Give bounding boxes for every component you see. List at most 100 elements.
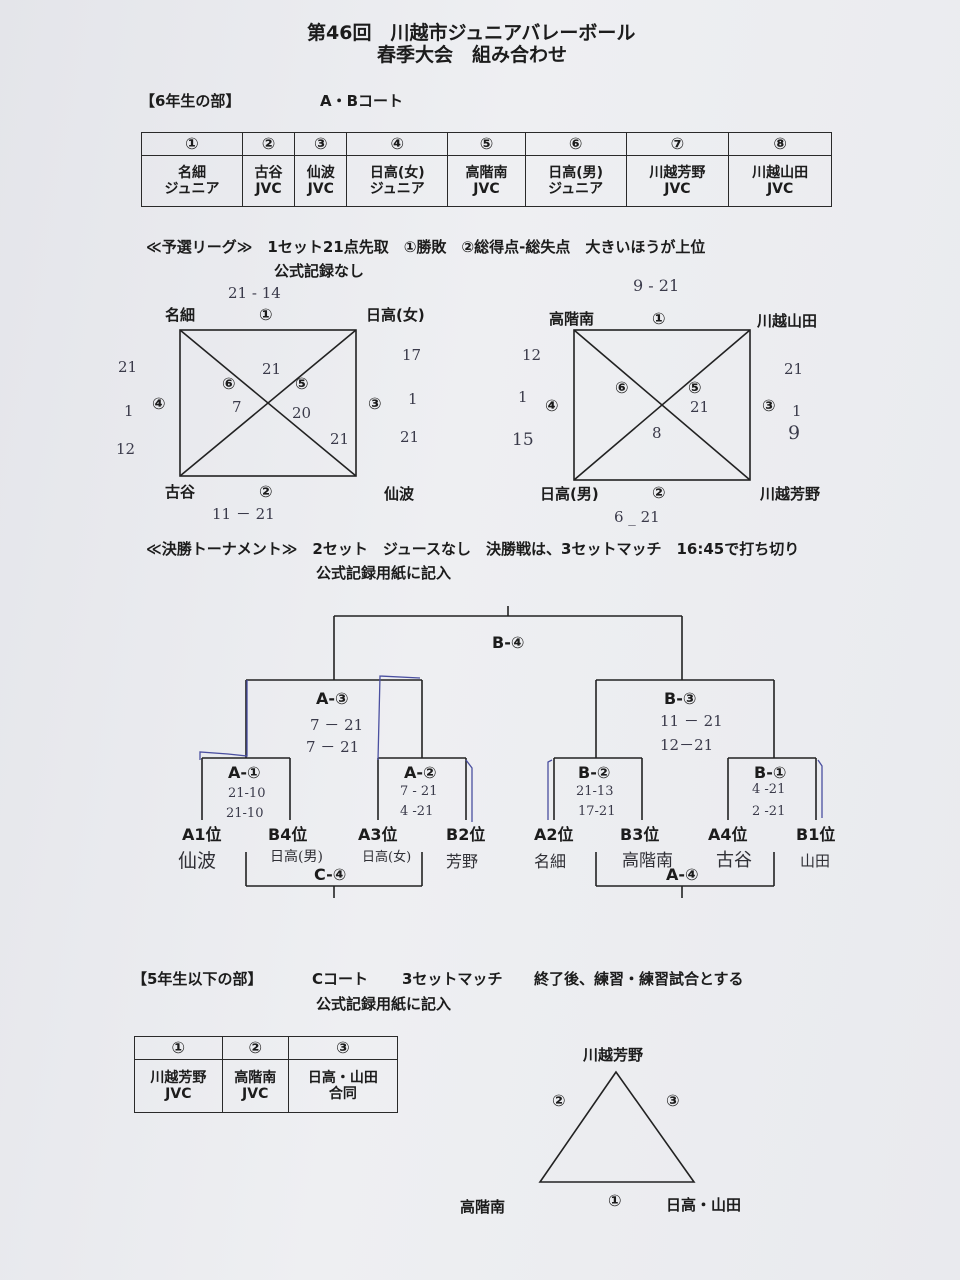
pool-b-score-right: 21 — [784, 360, 804, 378]
bracket-lines — [201, 606, 817, 898]
bracket-left-semi-score: 7 － 21 — [310, 716, 364, 734]
bracket-q3: B-② — [578, 763, 611, 782]
league-title: ≪予選リーグ≫ 1セット21点先取 ①勝敗 ②総得点-総失点 大きいほうが上位 — [146, 238, 706, 256]
pool-b-team-tr: 川越山田 — [757, 312, 818, 330]
pool-a-score-top: 21 - 14 — [228, 284, 281, 302]
team-num: ⑦ — [625, 132, 730, 156]
triangle-match-3: ③ — [666, 1091, 680, 1110]
team-name-line2: JVC — [165, 1086, 192, 1102]
pool-b-diagonal — [573, 329, 751, 481]
bracket-q2-score: 4 -21 — [400, 804, 434, 819]
team-name-line1: 日高(女) — [369, 165, 425, 181]
bracket-right-semi-score: 11 － 21 — [660, 712, 723, 730]
bracket-q1-score: 21-10 — [226, 806, 264, 821]
bracket-right-third: A-④ — [666, 865, 699, 884]
match-grade5: 3セットマッチ — [402, 970, 503, 988]
team-name-line2: JVC — [473, 181, 500, 197]
pool-b-team-tl: 高階南 — [549, 310, 595, 328]
pool-b-score-diag: 8 — [652, 424, 662, 442]
bracket-q3-score: 21-13 — [576, 784, 614, 799]
pool-b-score-bottom: 6 _ 21 — [614, 508, 660, 526]
team-name: 日高・山田合同 — [287, 1059, 399, 1113]
team-name-line2: JVC — [242, 1086, 269, 1102]
note-grade5: 公式記録用紙に記入 — [316, 995, 452, 1013]
pool-b-score-top: 9 - 21 — [633, 276, 680, 295]
pool-a-match-4: ④ — [152, 394, 166, 413]
pool-a-score-bottom: 11 － 21 — [212, 505, 275, 523]
team-name-line2: JVC — [255, 181, 282, 197]
team-name-line2: ジュニア — [164, 181, 220, 197]
team-name-line1: 川越芳野 — [150, 1070, 207, 1086]
pool-a-diagonal — [179, 329, 357, 477]
bracket-q4-score: 4 -21 — [752, 782, 786, 797]
team-name-line2: JVC — [307, 181, 334, 197]
team-name: 日高(女)ジュニア — [346, 155, 449, 207]
pool-b-match-1: ① — [652, 309, 666, 328]
pen-marks — [199, 675, 823, 822]
tournament-note: 公式記録用紙に記入 — [316, 564, 452, 582]
pool-b-team-br: 川越芳野 — [760, 485, 821, 503]
bracket-seed: B4位 — [268, 825, 308, 844]
triangle-right-team: 日高・山田 — [666, 1196, 742, 1214]
pool-a-score-left: 1 — [124, 402, 134, 420]
league-note: 公式記録なし — [274, 262, 365, 280]
pool-a-match-6: ⑥ — [222, 374, 236, 393]
pool-b-score-diag: 21 — [690, 398, 710, 416]
pool-b-match-2: ② — [652, 483, 666, 502]
team-name-line2: ジュニア — [548, 181, 604, 197]
pool-b-match-3: ③ — [762, 396, 776, 415]
bracket-q1: A-① — [228, 763, 261, 782]
grade5-triangle — [538, 1070, 696, 1183]
team-name-line2: JVC — [766, 181, 794, 197]
bracket-team-name: 日高(女) — [362, 850, 412, 865]
team-name-line2: 合同 — [328, 1086, 357, 1102]
team-num: ⑥ — [524, 132, 627, 156]
team-name-line1: 川越山田 — [752, 165, 809, 181]
pool-a-team-tl: 名細 — [165, 306, 196, 324]
bracket-seed: B2位 — [446, 825, 486, 844]
bracket-seed: A2位 — [534, 825, 574, 844]
triangle-match-1: ① — [608, 1191, 622, 1210]
section-grade5: 【5年生以下の部】 — [132, 970, 263, 988]
pool-b-score-left: 1 — [518, 388, 528, 406]
pool-a-team-tr: 日高(女) — [366, 306, 425, 324]
pool-b-match-5: ⑤ — [688, 378, 702, 397]
team-name: 名細ジュニア — [141, 155, 243, 207]
bracket-q3-score: 17-21 — [578, 804, 616, 819]
pool-a-score-diag: 20 — [292, 404, 312, 422]
pool-b-square — [573, 329, 751, 481]
team-num: ① — [134, 1036, 223, 1060]
bracket-left-semi-score: 7 － 21 — [306, 738, 360, 756]
court-grade5: Cコート — [312, 970, 369, 988]
pool-b-score-left: 15 — [512, 430, 534, 450]
pool-a-score-diag: 7 — [232, 398, 242, 416]
team-name: 日高(男)ジュニア — [524, 155, 627, 207]
bracket-left-third: C-④ — [314, 865, 347, 884]
bracket-team-name: 高階南 — [622, 851, 673, 871]
team-name-line1: 高階南 — [234, 1070, 277, 1086]
team-name-line1: 古谷 — [254, 165, 283, 181]
pool-b-team-bl: 日高(男) — [540, 485, 599, 503]
team-name-line1: 名細 — [177, 165, 206, 181]
team-num: ② — [221, 1036, 289, 1060]
bracket-seed: A1位 — [182, 825, 222, 844]
team-name-line1: 日高(男) — [548, 165, 604, 181]
bracket-q4: B-① — [754, 763, 787, 782]
title-line-1: 第46回 川越市ジュニアバレーボール — [307, 22, 636, 44]
pool-a-square — [179, 329, 357, 477]
bracket-team-name: 仙波 — [178, 850, 217, 872]
bracket-team-name: 名細 — [534, 852, 567, 871]
team-name-line2: ジュニア — [369, 181, 425, 197]
triangle-left-team: 高階南 — [460, 1198, 506, 1216]
pool-a-match-1: ① — [259, 305, 273, 324]
pool-a-match-2: ② — [259, 482, 273, 501]
bracket-right-semi-score: 12－21 — [660, 736, 714, 754]
bracket-q4-score: 2 -21 — [752, 804, 786, 819]
